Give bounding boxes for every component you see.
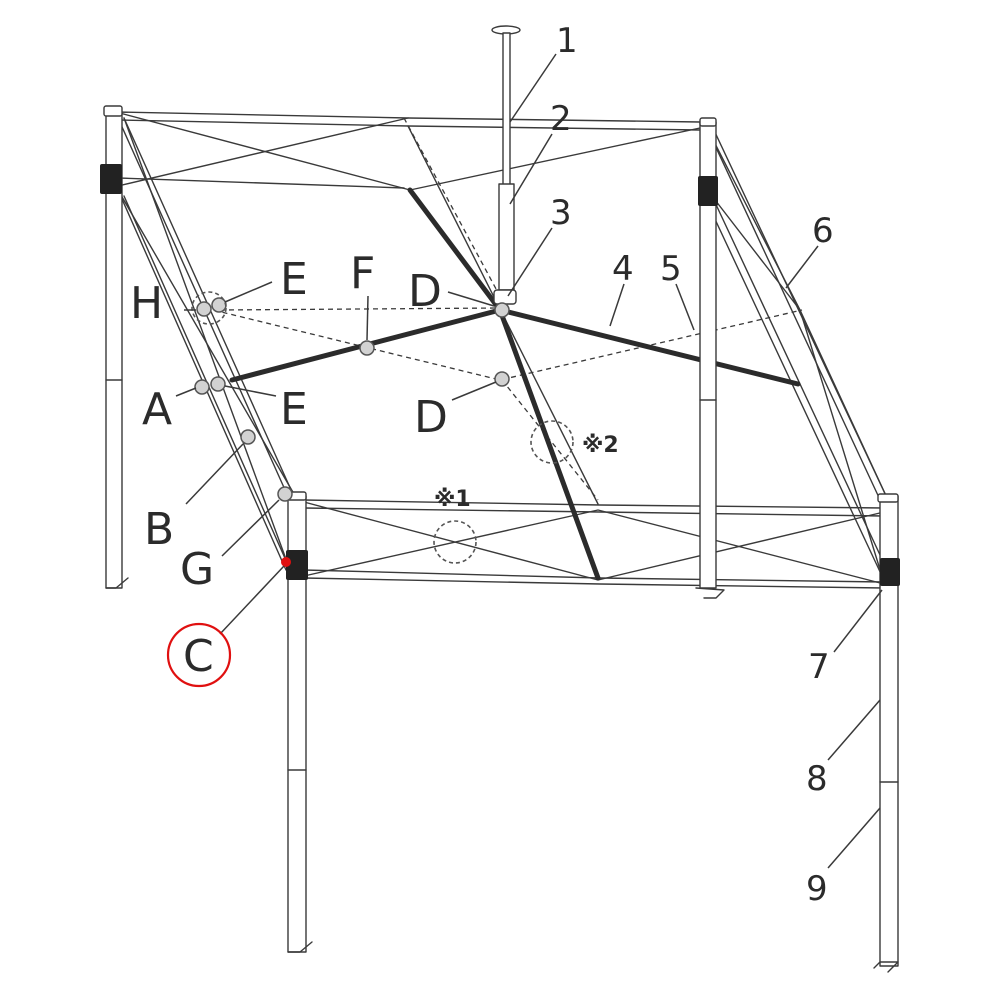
part-label-2: 2 xyxy=(550,99,572,139)
right-scissor-frame xyxy=(705,125,889,577)
part-label-8: 8 xyxy=(806,759,828,799)
label-c-highlight-ring xyxy=(166,622,232,688)
part-label-9: 9 xyxy=(806,869,828,909)
joint-d-top xyxy=(494,302,510,318)
leader-4 xyxy=(609,283,625,327)
joint-label-d-bottom: D xyxy=(414,392,448,443)
leader-e-top xyxy=(224,281,273,303)
joint-h xyxy=(196,301,212,317)
part-label-4: 4 xyxy=(612,249,634,289)
joint-label-g: G xyxy=(180,544,214,595)
bracket-back-left xyxy=(100,164,122,194)
leader-3 xyxy=(507,227,553,297)
leader-8 xyxy=(827,699,881,761)
joint-b xyxy=(240,429,256,445)
joint-label-h: H xyxy=(130,278,163,329)
leader-2 xyxy=(509,133,553,205)
joint-letter-labels: H E F D A E D B G C xyxy=(130,248,448,682)
leader-c xyxy=(219,565,285,635)
leader-lines xyxy=(175,53,883,869)
leader-7 xyxy=(833,589,883,653)
joint-d-bottom xyxy=(494,371,510,387)
leader-f xyxy=(366,295,369,341)
note-labels: ※1 ※2 xyxy=(434,433,619,512)
part-number-labels: 1 2 3 4 5 6 7 8 9 xyxy=(550,21,834,909)
upper-pole xyxy=(502,32,511,186)
leader-1 xyxy=(509,53,557,123)
leader-9 xyxy=(827,807,881,869)
joint-label-f: F xyxy=(350,248,375,299)
joint-f xyxy=(359,340,375,356)
leg-cap-back-right xyxy=(699,117,717,127)
marker-circles xyxy=(191,291,574,564)
joint-label-b: B xyxy=(144,504,174,555)
leader-g xyxy=(221,499,280,557)
centre-pole xyxy=(491,25,521,305)
joint-g xyxy=(277,486,293,502)
joint-a xyxy=(194,379,210,395)
pole-hub xyxy=(493,289,517,305)
marker-circle-note2 xyxy=(530,420,574,464)
front-scissor-frame xyxy=(303,499,885,589)
legs xyxy=(105,111,899,973)
joint-label-d-top: D xyxy=(408,266,442,317)
note-label-2: ※2 xyxy=(582,433,619,458)
joint-label-e-bottom: E xyxy=(280,384,308,435)
part-label-3: 3 xyxy=(550,193,572,233)
leader-6 xyxy=(785,245,819,289)
leader-a xyxy=(175,387,197,397)
bracket-front-left xyxy=(286,550,308,580)
joint-c xyxy=(281,557,291,567)
leader-b xyxy=(185,443,244,505)
leader-e-bottom xyxy=(224,385,277,397)
leg-cap-back-left xyxy=(103,105,123,117)
joint-label-c: C xyxy=(183,631,214,682)
marker-circle-note1 xyxy=(433,520,477,564)
bracket-back-right xyxy=(698,176,718,206)
joints xyxy=(194,297,510,567)
joint-label-e-top: E xyxy=(280,254,308,305)
joint-e-bottom xyxy=(210,376,226,392)
bracket-front-right xyxy=(880,558,900,586)
part-label-1: 1 xyxy=(556,21,578,61)
leader-d-bottom xyxy=(451,381,497,401)
joint-label-a: A xyxy=(142,384,172,435)
part-label-5: 5 xyxy=(660,249,682,289)
leg-cap-front-right xyxy=(877,493,899,503)
note-label-1: ※1 xyxy=(434,487,471,512)
part-label-6: 6 xyxy=(812,211,834,251)
leader-d-top xyxy=(447,291,495,307)
corner-brackets xyxy=(100,105,900,586)
marker-circle-h xyxy=(191,291,227,325)
part-label-7: 7 xyxy=(808,647,830,687)
leader-5 xyxy=(675,283,695,331)
